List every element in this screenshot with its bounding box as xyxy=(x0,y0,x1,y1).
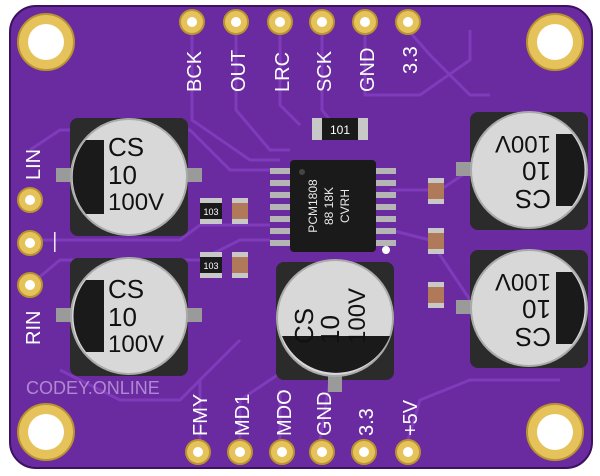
cap-label-line1: CS xyxy=(108,274,144,304)
pin-pad[interactable] xyxy=(17,230,43,256)
electrolytic-capacitor-icon: CS 10 100V xyxy=(456,249,588,368)
resistor-code: 103 xyxy=(203,207,218,217)
chip-marking-line1: PCM1808 xyxy=(306,179,320,233)
pin-label-3v3: 3.3 xyxy=(400,46,422,74)
pin-label-sck: SCK xyxy=(314,50,336,92)
pin-label-bck: BCK xyxy=(184,50,206,92)
resistor-code: 103 xyxy=(203,261,218,271)
electrolytic-capacitor-icon: CS 10 100V xyxy=(56,118,202,236)
watermark: CODEY.ONLINE xyxy=(26,378,160,398)
pin-label-lin: LIN xyxy=(23,149,45,180)
cap-label-line1: CS xyxy=(289,308,319,344)
pin-label-lrc: LRC xyxy=(272,52,294,92)
pin-label-gnd: GND xyxy=(357,48,379,92)
pin-pad[interactable] xyxy=(227,439,253,465)
pin-pad[interactable] xyxy=(179,9,205,35)
pin-label-ground: — xyxy=(43,232,65,252)
bottom-pin-labels: FMY MD1 MDO GND 3.3 +5V xyxy=(190,389,422,436)
pin-pad[interactable] xyxy=(269,439,295,465)
electrolytic-capacitor-icon: CS 10 100V xyxy=(56,257,202,376)
cap-label-line3: 100V xyxy=(108,189,164,216)
top-header xyxy=(179,9,421,35)
pin-label-gnd-bottom: GND xyxy=(314,392,336,436)
pin-label-rin: RIN xyxy=(23,311,45,345)
left-header xyxy=(17,187,43,298)
cap-label-line3: 100V xyxy=(344,288,371,344)
cap-label-line2: 10 xyxy=(108,160,137,190)
pin-pad[interactable] xyxy=(223,9,249,35)
pin-pad[interactable] xyxy=(185,439,211,465)
mounting-hole-icon xyxy=(526,13,584,71)
pin-pad[interactable] xyxy=(351,439,377,465)
pin-pad[interactable] xyxy=(309,9,335,35)
cap-label-line2: 10 xyxy=(108,302,137,332)
pin-label-md1: MD1 xyxy=(232,394,254,436)
cap-label-line1: CS xyxy=(515,184,551,214)
pin-pad[interactable] xyxy=(395,9,421,35)
bottom-header xyxy=(185,439,421,465)
smd-capacitor xyxy=(232,178,444,308)
cap-label-line3: 100V xyxy=(495,268,551,295)
cap-label-line2: 10 xyxy=(522,294,551,324)
chip-marking-line2: 88 18K xyxy=(322,187,336,225)
electrolytic-capacitor-icon: CS 10 100V xyxy=(276,259,394,392)
smd-resistor-icon: 103 xyxy=(200,252,222,278)
pin-label-out: OUT xyxy=(228,50,250,92)
cap-label-line2: 10 xyxy=(315,315,345,344)
left-pin-labels: LIN — RIN xyxy=(23,149,65,345)
mounting-hole-icon xyxy=(17,13,75,71)
mounting-hole-icon xyxy=(526,403,584,461)
cap-label-line1: CS xyxy=(515,322,551,352)
pin-pad[interactable] xyxy=(309,439,335,465)
pin-pad[interactable] xyxy=(17,187,43,213)
cap-label-line3: 100V xyxy=(108,331,164,358)
cap-label-line3: 100V xyxy=(495,130,551,157)
chip-marking-line3: CVRH xyxy=(338,189,352,223)
pin-pad[interactable] xyxy=(395,439,421,465)
pin-label-5v: +5V xyxy=(400,399,422,436)
electrolytic-capacitor-icon: CS 10 100V xyxy=(456,111,588,230)
pin-pad[interactable] xyxy=(352,9,378,35)
resistor-code: 101 xyxy=(330,123,350,137)
pin-label-fmy: FMY xyxy=(190,394,212,436)
top-pin-labels: BCK OUT LRC SCK GND 3.3 xyxy=(184,46,422,92)
pin-pad[interactable] xyxy=(267,9,293,35)
mounting-hole-icon xyxy=(17,403,75,461)
cap-label-line1: CS xyxy=(108,132,144,162)
pin-label-3v3-bottom: 3.3 xyxy=(356,408,378,436)
smd-resistor-icon: 103 xyxy=(200,198,222,224)
ic-chip-icon: PCM1808 88 18K CVRH xyxy=(270,160,396,254)
pin-pad[interactable] xyxy=(17,272,43,298)
cap-label-line2: 10 xyxy=(522,156,551,186)
smd-resistor-icon: 101 xyxy=(312,118,368,140)
pin-label-mdo: MDO xyxy=(274,389,296,436)
